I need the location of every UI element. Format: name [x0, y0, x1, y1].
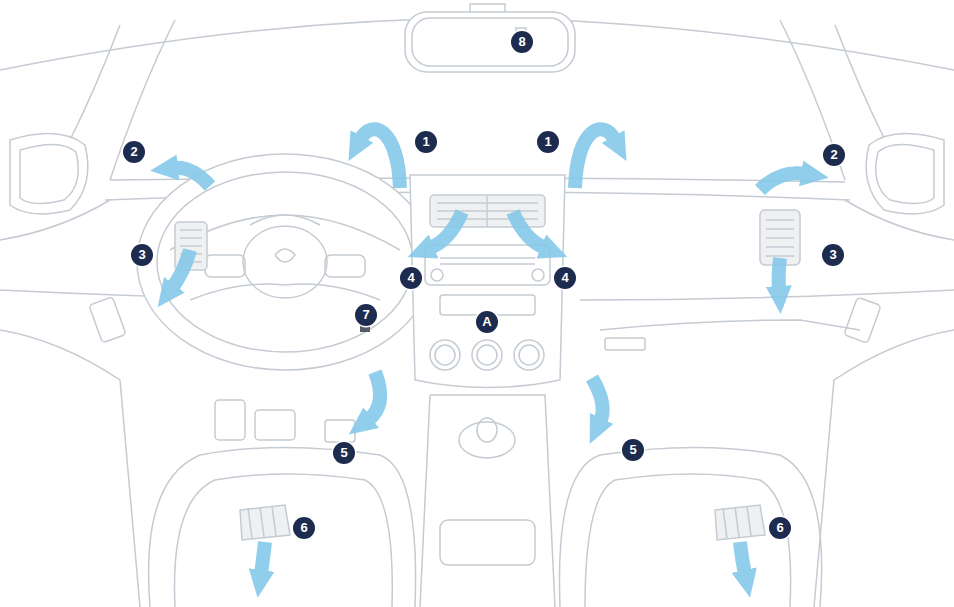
callout-number: 2: [823, 144, 845, 166]
callout-number: 6: [769, 517, 791, 539]
callout-number: A: [476, 311, 498, 333]
callout-number: 1: [537, 131, 559, 153]
callout-number: 5: [622, 439, 644, 461]
callout-number: 2: [123, 141, 145, 163]
callout-number: 3: [131, 244, 153, 266]
callout-number: 4: [554, 267, 576, 289]
callout-number: 6: [293, 517, 315, 539]
callout-number: 4: [400, 267, 422, 289]
callout-number: 3: [822, 244, 844, 266]
line-drawing: [0, 4, 954, 607]
callout-number: 5: [333, 442, 355, 464]
callout-number: 8: [511, 31, 533, 53]
callout-number: 7: [355, 304, 377, 326]
callout-number: 1: [415, 131, 437, 153]
airflow-arrows: [172, 129, 805, 574]
